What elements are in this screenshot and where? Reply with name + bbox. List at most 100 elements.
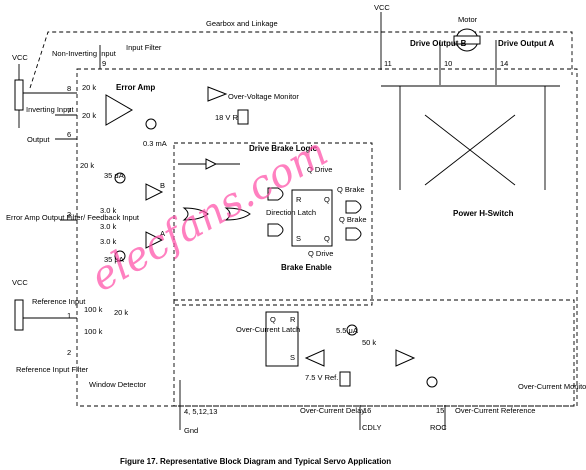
comp-a-label: A [160, 229, 165, 238]
over-current-latch-label: Over-Current Latch [236, 325, 300, 334]
error-amp-label: Error Amp [116, 83, 155, 92]
cdly-label: CDLY [362, 423, 381, 432]
pin-2: 2 [67, 348, 71, 357]
q-brake-bar-label: Q Brake [339, 215, 367, 224]
r-50k: 50 k [362, 338, 376, 347]
current-source-5-5 [346, 324, 358, 336]
hswitch-cross-2 [424, 114, 516, 186]
comp-b-label: B [160, 181, 165, 190]
figure-caption: Figure 17. Representative Block Diagram … [120, 457, 391, 466]
over-current-monitor-label: Over-Current Monitor [518, 382, 586, 391]
current-source-2 [114, 250, 126, 262]
motor-body [453, 35, 481, 45]
over-current-reference-label: Over-Current Reference [455, 406, 535, 415]
q-drive-label: Q Drive [308, 249, 333, 258]
reference-input-filter-label: Reference Input Filter [16, 365, 89, 374]
vcc-top-label: VCC [374, 3, 390, 12]
and-gate-3 [345, 200, 362, 214]
pin-11: 11 [384, 59, 392, 68]
r-100k-2: 100 k [84, 327, 103, 336]
over-current-delay-label: Over-Current Delay [300, 406, 365, 415]
and-gate-4 [345, 227, 362, 241]
vcc-left-label: VCC [12, 53, 28, 62]
oc-comparator [304, 349, 325, 367]
oc-amp [395, 349, 416, 367]
ref-18v-label: 18 V Ref. [215, 113, 246, 122]
direction-latch-label: Direction Latch [266, 208, 316, 217]
inverter-gate [205, 158, 218, 170]
pin-10: 10 [444, 59, 452, 68]
r-20k-1: 20 k [82, 83, 96, 92]
direction-latch-box [291, 189, 333, 247]
i-35ua-2: 35 μA [104, 255, 124, 264]
pin-15: 15 [436, 406, 444, 415]
oc-s: S [290, 353, 295, 362]
current-source-icon [145, 118, 157, 130]
brake-enable-label: Brake Enable [281, 263, 332, 272]
output-label: Output [27, 135, 50, 144]
ov-comparator [207, 86, 228, 102]
pin-16: 16 [363, 406, 371, 415]
q-brake-label: Q Brake [337, 185, 365, 194]
r-3k-1: 3.0 k [100, 206, 117, 215]
ref-75v-label: 7.5 V Ref. [305, 373, 338, 382]
r-20k-4: 20 k [114, 308, 128, 317]
pin-6: 6 [67, 130, 71, 139]
and-gate-2 [267, 223, 284, 237]
drive-output-a-label: Drive Output A [498, 39, 554, 48]
pin-1: 1 [67, 311, 71, 320]
non-inverting-input-label: Non-Inverting Input [52, 49, 117, 58]
drive-brake-logic-label: Drive Brake Logic [249, 144, 318, 153]
nor-gate-1 [182, 207, 209, 221]
latch-qbar: Q [324, 234, 330, 243]
pin-7: 7 [67, 106, 71, 115]
drive-brake-logic-region [173, 142, 373, 306]
error-amp-symbol [105, 94, 134, 126]
r-20k-3: 20 k [80, 161, 94, 170]
input-filter-label: Input Filter [126, 43, 162, 52]
i-55ua: 5.5 μA [336, 326, 358, 335]
pin-3: 3 [67, 210, 71, 219]
gnd-label: Gnd [184, 426, 198, 435]
roc-label: ROC [430, 423, 447, 432]
i-35ua-1: 35 μA [104, 171, 124, 180]
q-drive-bar-label: Q Drive [307, 165, 332, 174]
oc-q: Q [270, 315, 276, 324]
pot-resistor [14, 79, 24, 111]
inverting-input-label: Inverting Input [26, 105, 74, 114]
and-gate-1 [267, 187, 284, 201]
pin-9: 9 [102, 59, 106, 68]
gearbox-label: Gearbox and Linkage [206, 19, 278, 28]
drive-output-b-label: Drive Output B [410, 39, 467, 48]
error-amp-output-label: Error Amp Output Filter/ Feedback Input [6, 213, 140, 222]
window-detector-label: Window Detector [89, 380, 147, 389]
pin-8: 8 [67, 84, 71, 93]
over-current-region [173, 299, 575, 407]
motor-label: Motor [458, 15, 478, 24]
latch-r: R [296, 195, 302, 204]
latch-s: S [296, 234, 301, 243]
r-100k-1: 100 k [84, 305, 103, 314]
pin-gnd: 4, 5,12,13 [184, 407, 217, 416]
comparator-a [145, 231, 164, 249]
oc-r: R [290, 315, 296, 324]
reference-input-label: Reference Input [32, 297, 86, 306]
r-3k-3: 3.0 k [100, 237, 117, 246]
latch-q: Q [324, 195, 330, 204]
r-03ma: 0.3 mA [143, 139, 167, 148]
over-current-latch-box [265, 311, 299, 367]
r-3k-2: 3.0 k [100, 222, 117, 231]
r-20k-2: 20 k [82, 111, 96, 120]
ref-18v-symbol [237, 109, 249, 125]
ref-75v-symbol [339, 371, 351, 387]
gearbox-linkage-line [29, 31, 573, 89]
ref-pot [14, 299, 24, 331]
pin-14: 14 [500, 59, 508, 68]
power-hswitch-label: Power H-Switch [453, 209, 514, 218]
oc-current-source [426, 376, 438, 388]
vcc-ref-label: VCC [12, 278, 28, 287]
nor-gate-2 [224, 207, 251, 221]
current-source-1 [114, 172, 126, 184]
